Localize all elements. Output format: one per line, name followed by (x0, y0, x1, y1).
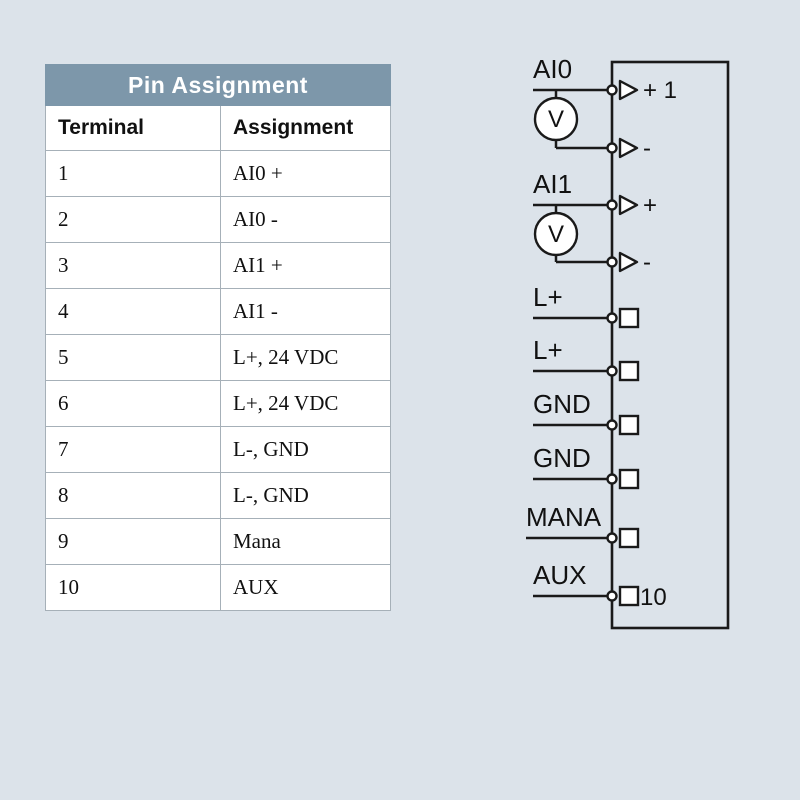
power-terminal-label: L+ (533, 335, 563, 365)
terminal-polarity-label: + 1 (643, 77, 677, 104)
assignment-cell: L-, GND (220, 472, 391, 519)
power-terminal-label: GND (533, 443, 591, 473)
assignment-cell: Mana (220, 518, 391, 565)
assignment-cell: AI0 - (220, 196, 391, 243)
col-header-assignment: Assignment (220, 105, 391, 151)
voltage-source-icon (533, 211, 579, 257)
power-terminal-label: AUX (533, 560, 586, 590)
connection-dot-icon (606, 312, 618, 324)
terminal-polarity-label: + (643, 192, 657, 219)
terminal-pin-number: 10 (640, 584, 667, 611)
column-header-row: Terminal Assignment (45, 105, 391, 151)
terminal-cell: 1 (45, 150, 221, 197)
terminal-square-icon (618, 360, 640, 382)
terminal-cell: 2 (45, 196, 221, 243)
terminal-square-icon (618, 307, 640, 329)
connection-dot-icon (606, 590, 618, 602)
terminal-polarity-label: - (643, 249, 651, 276)
voltage-source-symbol: V (548, 106, 564, 133)
power-terminal-label: GND (533, 389, 591, 419)
table-row: 5 L+, 24 VDC (45, 334, 391, 381)
assignment-cell: L+, 24 VDC (220, 334, 391, 381)
power-terminal-label: L+ (533, 282, 563, 312)
assignment-cell: AUX (220, 564, 391, 611)
terminal-polarity-label: - (643, 135, 651, 162)
input-amp-triangle-icon (618, 251, 639, 273)
table-row: 9 Mana (45, 518, 391, 565)
power-terminal-label: MANA (526, 502, 602, 532)
terminal-cell: 4 (45, 288, 221, 335)
assignment-cell: AI0 + (220, 150, 391, 197)
wiring-diagram: AI0 V + 1 - AI1 V + - L+ L+ (526, 54, 730, 630)
voltage-source-symbol: V (548, 221, 564, 248)
terminal-square-icon (618, 527, 640, 549)
terminal-square-icon (618, 414, 640, 436)
connection-dot-icon (606, 199, 618, 211)
assignment-cell: AI1 + (220, 242, 391, 289)
table-row: 1 AI0 + (45, 150, 391, 197)
table-row: 10 AUX (45, 564, 391, 611)
terminal-cell: 5 (45, 334, 221, 381)
connection-dot-icon (606, 84, 618, 96)
assignment-cell: AI1 - (220, 288, 391, 335)
connection-dot-icon (606, 256, 618, 268)
voltage-source-icon (533, 96, 579, 142)
module-outline (610, 60, 730, 630)
terminal-cell: 6 (45, 380, 221, 427)
col-header-terminal: Terminal (45, 105, 221, 151)
terminal-cell: 8 (45, 472, 221, 519)
channel-label: AI1 (533, 169, 572, 199)
table-row: 3 AI1 + (45, 242, 391, 289)
terminal-cell: 9 (45, 518, 221, 565)
input-amp-triangle-icon (618, 79, 639, 101)
assignment-cell: L+, 24 VDC (220, 380, 391, 427)
terminal-cell: 10 (45, 564, 221, 611)
table-title: Pin Assignment (45, 64, 391, 106)
table-row: 4 AI1 - (45, 288, 391, 335)
channel-label: AI0 (533, 54, 572, 84)
table-row: 2 AI0 - (45, 196, 391, 243)
terminal-square-icon (618, 585, 640, 607)
input-amp-triangle-icon (618, 137, 639, 159)
connection-dot-icon (606, 142, 618, 154)
table-row: 8 L-, GND (45, 472, 391, 519)
table-row: 7 L-, GND (45, 426, 391, 473)
input-amp-triangle-icon (618, 194, 639, 216)
terminal-square-icon (618, 468, 640, 490)
table-title-row: Pin Assignment (45, 64, 391, 106)
pin-assignment-table: Pin Assignment Terminal Assignment 1 AI0… (45, 64, 391, 611)
terminal-cell: 3 (45, 242, 221, 289)
connection-dot-icon (606, 532, 618, 544)
connection-dot-icon (606, 419, 618, 431)
connection-dot-icon (606, 473, 618, 485)
assignment-cell: L-, GND (220, 426, 391, 473)
terminal-cell: 7 (45, 426, 221, 473)
connection-dot-icon (606, 365, 618, 377)
table-row: 6 L+, 24 VDC (45, 380, 391, 427)
